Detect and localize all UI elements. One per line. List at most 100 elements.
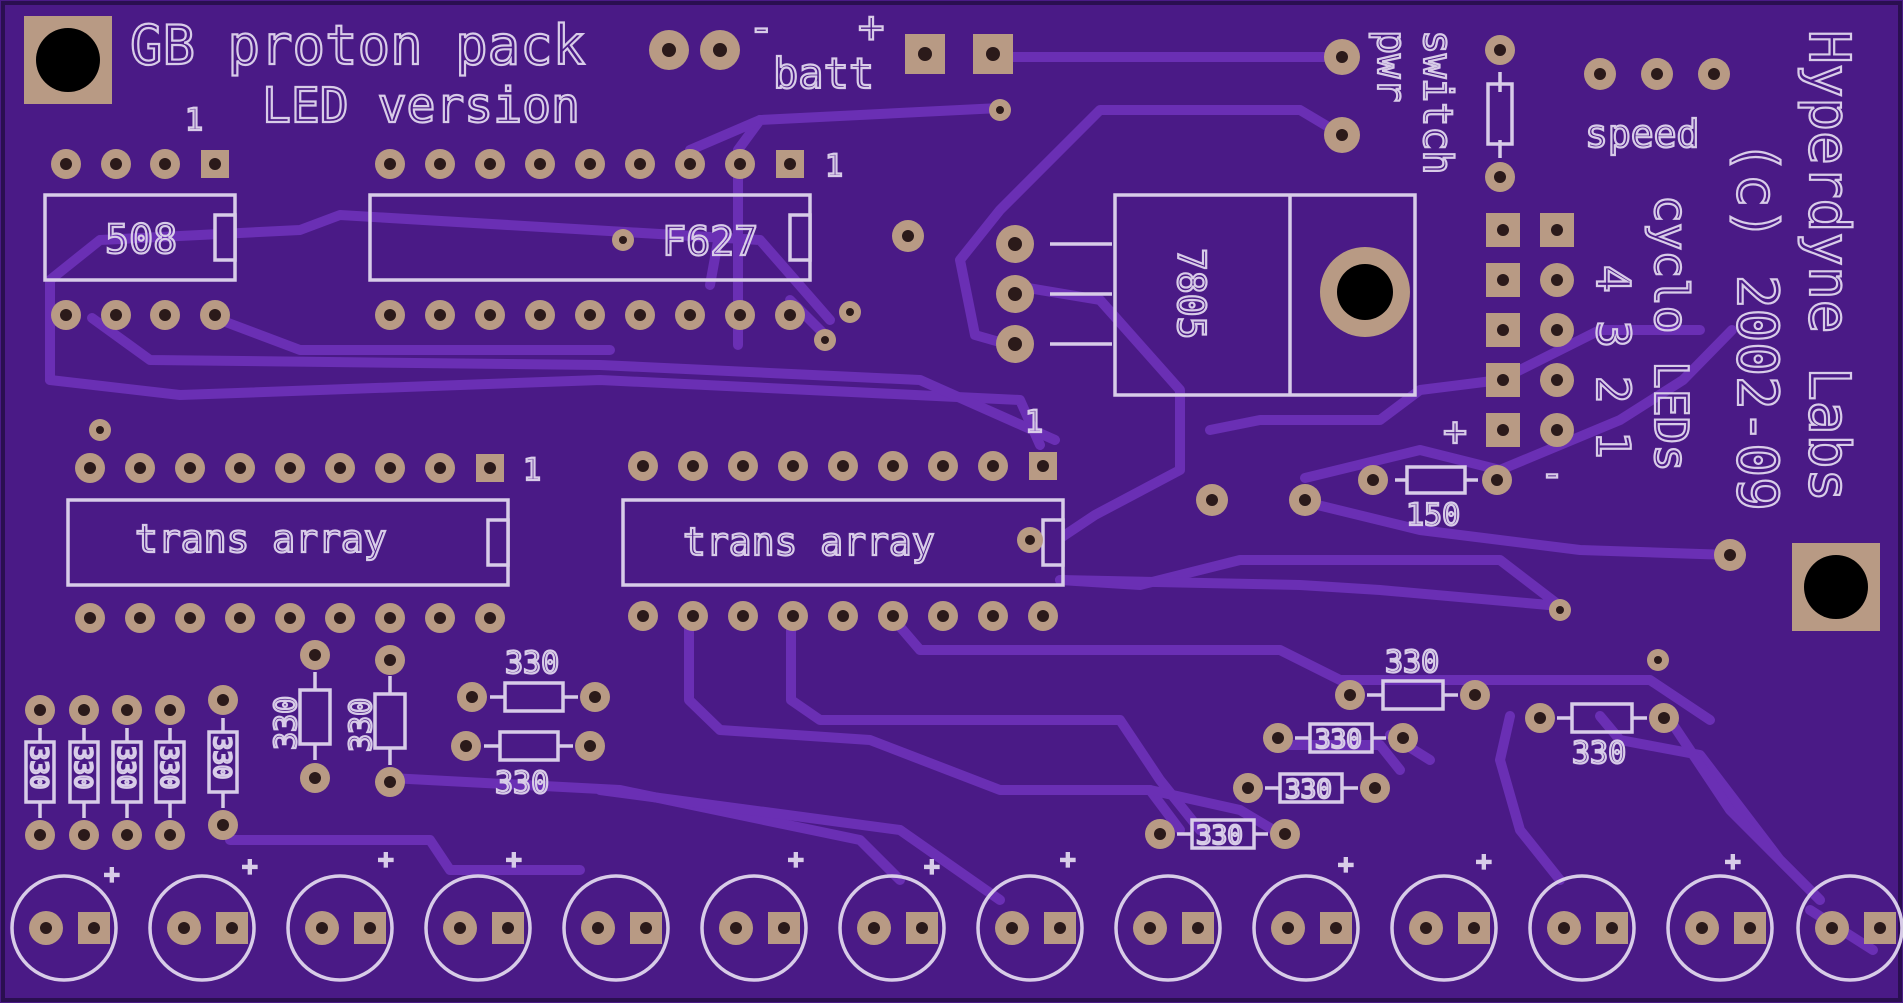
- svg-text:+: +: [506, 845, 522, 875]
- resistor-330-h5-label: 330: [1285, 775, 1332, 805]
- trans-array-2-pins-top: [628, 451, 1057, 481]
- battery-pads: [649, 30, 1013, 74]
- led-3: [286, 874, 394, 982]
- svg-text:330: 330: [155, 746, 183, 789]
- resistor-330-v4-label: 330: [154, 745, 184, 791]
- trans-array-1-pins-bottom: [75, 603, 505, 633]
- resistor-330-h2-label: 330: [495, 766, 549, 801]
- resistor-330-v5: [207, 685, 239, 840]
- resistor-330-v2-label: 330: [68, 745, 98, 791]
- resistor-330-h4: [1263, 722, 1418, 754]
- pwr-switch-label: pwr switch: [1367, 29, 1461, 176]
- cyclo-plus-label: +: [1443, 409, 1467, 455]
- trans-array-1-pin1: 1: [523, 453, 541, 488]
- svg-text:Hyperdyne Labs: Hyperdyne Labs: [1796, 30, 1861, 502]
- trans-array-1-pins-top: [75, 453, 504, 483]
- ic-f627-pins-bottom: [375, 300, 805, 330]
- speed-label: speed: [1585, 112, 1699, 156]
- resistor-330-v2: [68, 695, 100, 850]
- ic-508: [43, 149, 237, 330]
- resistor-330-h6-label: 330: [1196, 821, 1243, 851]
- led-row: [10, 874, 1903, 982]
- mounting-hole-right: [1792, 543, 1880, 631]
- led-4: [424, 874, 532, 982]
- svg-text:330: 330: [112, 746, 140, 789]
- svg-text:330: 330: [208, 736, 236, 779]
- speed-pot-pads: [1584, 58, 1730, 90]
- batt-minus-label: -: [748, 2, 775, 53]
- cyclo-numbers: 4 3 2 1: [1585, 264, 1641, 460]
- cyclo-label: cyclo LEDs: [1643, 194, 1699, 473]
- resistor-330-v1-label: 330: [24, 745, 54, 791]
- resistor-330-v7-label: 330: [343, 697, 380, 753]
- svg-text:+: +: [242, 852, 258, 882]
- resistor-330-v6: [298, 640, 332, 793]
- ic-508-pin1: 1: [185, 103, 203, 138]
- trans-array-2-pin1: 1: [1025, 405, 1043, 440]
- svg-text:switch: switch: [1414, 30, 1460, 175]
- led-12: [1528, 874, 1636, 982]
- led-10: [1252, 874, 1360, 982]
- led-11: [1390, 874, 1498, 982]
- maker-label: Hyperdyne Labs: [1795, 29, 1862, 503]
- resistor-330-h3: [1335, 679, 1490, 711]
- board-subtitle: LED version: [262, 78, 580, 134]
- led-8: [976, 874, 1084, 982]
- led-5: [562, 874, 670, 982]
- ic-508-pins-bottom: [51, 300, 230, 330]
- svg-text:+: +: [924, 852, 940, 882]
- svg-text:+: +: [1476, 847, 1492, 877]
- resistor-330-v6-label: 330: [268, 695, 305, 751]
- resistor-vertical-top: [1485, 35, 1515, 192]
- svg-text:+: +: [1338, 850, 1354, 880]
- svg-text:330: 330: [269, 696, 304, 750]
- trans-array-1: [66, 453, 510, 633]
- resistor-150-label: 150: [1406, 498, 1460, 533]
- trans-array-2-label: trans array: [683, 520, 935, 564]
- led-plus-labels: + + + + + + + + + +: [103, 844, 1742, 891]
- svg-text:cyclo LEDs: cyclo LEDs: [1644, 195, 1698, 472]
- batt-label: batt: [773, 49, 874, 98]
- resistor-330-v7: [373, 645, 407, 797]
- mounting-hole-left: [24, 16, 112, 104]
- trans-array-1-label: trans array: [135, 517, 387, 561]
- svg-text:7805: 7805: [1169, 248, 1213, 340]
- resistor-150: [1358, 465, 1512, 495]
- svg-text:330: 330: [344, 698, 379, 752]
- ic-508-pins-top: [51, 149, 229, 179]
- resistor-330-h6: [1145, 818, 1300, 850]
- ic-f627-pins-top: [375, 149, 804, 179]
- svg-text:pwr: pwr: [1368, 30, 1414, 102]
- svg-text:330: 330: [25, 746, 53, 789]
- ic-508-label: 508: [105, 217, 177, 263]
- cyclo-led-header: [1486, 213, 1574, 447]
- power-switch-pads: [1324, 39, 1360, 153]
- led-14: [1796, 874, 1903, 982]
- trans-array-2-pins-bottom: [628, 601, 1058, 631]
- cyclo-minus-label: -: [1540, 451, 1564, 497]
- resistor-330-h3-label: 330: [1385, 645, 1439, 680]
- svg-text:330: 330: [69, 746, 97, 789]
- resistor-330-h7-label: 330: [1572, 736, 1626, 771]
- resistor-330-h1-label: 330: [505, 646, 559, 681]
- resistor-330-h7: [1525, 702, 1679, 734]
- copyright-label: (c) 2002-09: [1723, 139, 1790, 512]
- trans-array-2: [621, 451, 1065, 631]
- regulator-7805-label: 7805: [1168, 247, 1214, 341]
- svg-text:(c) 2002-09: (c) 2002-09: [1724, 140, 1789, 511]
- ic-f627-label: F627: [662, 219, 758, 265]
- resistor-330-h4-label: 330: [1315, 725, 1362, 755]
- board-title: GB proton pack: [130, 14, 585, 77]
- resistor-330-h1: [457, 681, 610, 713]
- resistor-bank-vertical: [24, 685, 239, 850]
- led-1: [10, 874, 118, 982]
- led-9: [1114, 874, 1222, 982]
- svg-text:4 3 2 1: 4 3 2 1: [1586, 265, 1640, 459]
- resistor-330-v3-label: 330: [111, 745, 141, 791]
- svg-text:+: +: [1060, 845, 1076, 875]
- regulator-7805: [892, 193, 1417, 397]
- svg-text:+: +: [1725, 847, 1741, 877]
- svg-text:+: +: [104, 860, 120, 890]
